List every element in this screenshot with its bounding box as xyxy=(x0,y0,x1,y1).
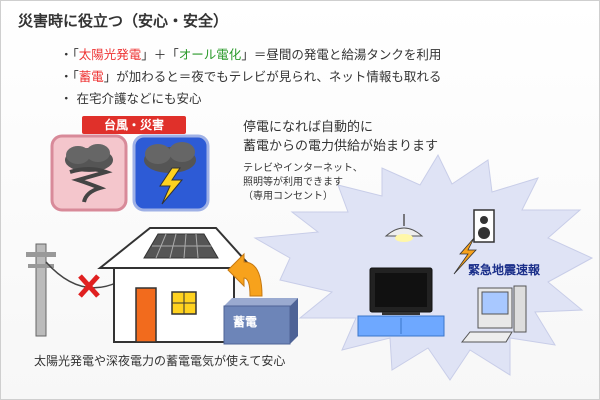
disaster-label: 台風・災害 xyxy=(82,116,186,134)
bullet-item: ・ 在宅介護などにも安心 xyxy=(60,91,202,106)
bullet-item: ・「蓄電」が加わると＝夜でもテレビが見られ、ネット情報も取れる xyxy=(60,66,441,88)
earthquake-alert-label: 緊急地震速報 xyxy=(468,263,541,277)
sub-caption: テレビやインターネット、 照明等が利用できます （専用コンセント） xyxy=(243,162,363,204)
speaker-icon xyxy=(473,209,495,243)
main-caption: 停電になれば自動的に 蓄電からの電力供給が始まります xyxy=(243,118,438,156)
page-title: 災害時に役立つ（安心・安全） xyxy=(18,12,229,30)
bullet-prefix: ・「 xyxy=(60,69,79,84)
television-icon xyxy=(357,267,445,337)
ceiling-lamp-icon xyxy=(384,214,424,242)
computer-icon xyxy=(460,285,527,343)
bullet-prefix: ・「 xyxy=(60,47,79,62)
house xyxy=(97,227,255,343)
battery-label: 蓄電 xyxy=(233,315,258,329)
power-line xyxy=(45,261,119,289)
supply-arrow-icon xyxy=(227,252,263,297)
utility-pole xyxy=(26,243,56,337)
battery-unit xyxy=(223,298,298,345)
highlight-solar: 太陽光発電 xyxy=(78,47,142,62)
bullet-item: ・「太陽光発電」＋「オール電化」＝昼間の発電と給湯タンクを利用 xyxy=(60,44,441,66)
sub-caption-line: テレビやインターネット、 xyxy=(243,163,363,174)
highlight-all-electric: オール電化 xyxy=(178,47,242,62)
bullet-list: ・「太陽光発電」＋「オール電化」＝昼間の発電と給湯タンクを利用 ・「蓄電」が加わ… xyxy=(60,44,441,110)
sub-caption-line: 照明等が利用できます xyxy=(243,177,343,188)
bullet-text: 」＝昼間の発電と給湯タンクを利用 xyxy=(241,47,442,62)
power-cut-mark xyxy=(78,274,100,298)
main-caption-line: 停電になれば自動的に xyxy=(243,120,374,135)
thunder-icon xyxy=(132,134,210,212)
typhoon-icon xyxy=(50,134,128,212)
highlight-storage: 蓄電 xyxy=(78,69,104,84)
bottom-caption: 太陽光発電や深夜電力の蓄電電気が使えて安心 xyxy=(34,354,286,368)
alert-bolt-icon xyxy=(453,237,477,275)
main-caption-line: 蓄電からの電力供給が始まります xyxy=(243,139,439,154)
sub-caption-line: （専用コンセント） xyxy=(243,191,333,202)
bullet-join: 」＋「 xyxy=(141,47,179,62)
bullet-text: 」が加わると＝夜でもテレビが見られ、ネット情報も取れる xyxy=(103,69,442,84)
